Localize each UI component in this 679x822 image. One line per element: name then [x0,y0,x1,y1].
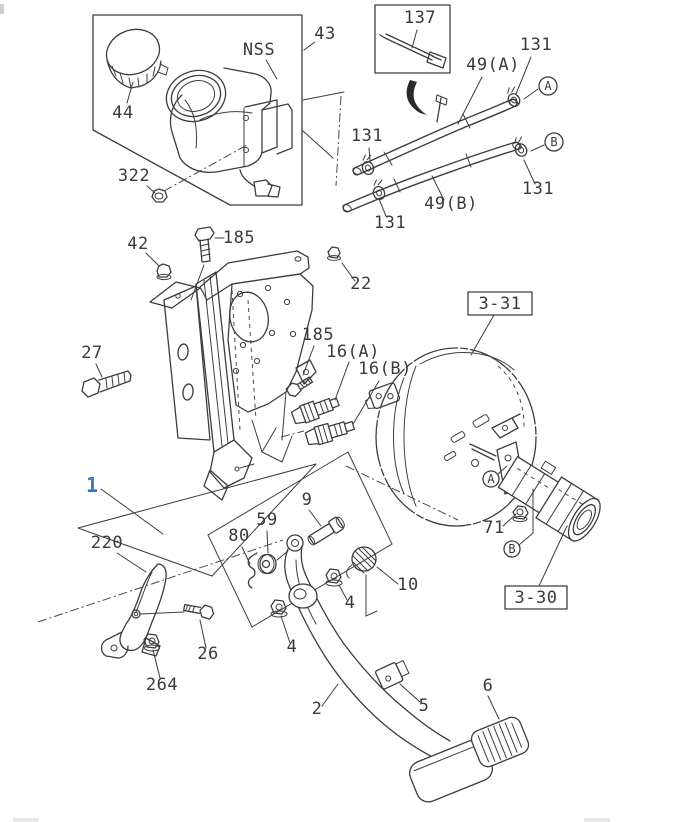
part-label-80[interactable]: 80 [228,526,249,546]
part-label-137[interactable]: 137 [404,8,436,28]
switch-16b [304,420,355,446]
nut-42 [156,263,172,281]
connection-leaders [302,91,345,187]
part-label-43[interactable]: 43 [314,24,335,44]
part-label-131-lower-left[interactable]: 131 [374,213,406,233]
part-label-22[interactable]: 22 [350,274,371,294]
pedal-pad-6 [470,716,530,768]
circled-ref-b-top: B [544,132,564,152]
part-label-27[interactable]: 27 [81,343,102,363]
cropped-edge-mark [0,4,4,14]
leader-lines [37,29,568,720]
washer-59 [257,553,277,575]
part-label-185-top[interactable]: 185 [223,228,255,248]
part-label-4-left[interactable]: 4 [287,637,298,657]
tie-pointer-arrow [406,80,427,115]
part-label-185-mid[interactable]: 185 [302,325,334,345]
part-label-16a[interactable]: 16(A) [326,342,380,362]
part-label-220[interactable]: 220 [91,533,123,553]
svg-text:3-31[interactable]: 3-31 [479,294,522,314]
bottom-left-ui-strip[interactable] [13,818,39,822]
svg-text:B: B [508,542,515,556]
reservoir-cap [105,28,169,89]
part-label-44[interactable]: 44 [112,103,133,123]
section-ref-3-30[interactable]: 3-30 [504,585,568,610]
part-label-2[interactable]: 2 [312,699,323,719]
svg-text:B: B [550,135,557,149]
part-label-26[interactable]: 26 [197,644,218,664]
part-label-49a[interactable]: 49(A) [466,55,520,75]
return-spring-10 [346,546,377,579]
part-label-5[interactable]: 5 [419,696,430,716]
part-label-49b[interactable]: 49(B) [424,194,478,214]
brake-fluid-reservoir [165,67,293,198]
cable-tie-box [374,4,451,74]
circled-ref-a-booster: A [482,470,500,488]
circled-ref-b-booster: B [503,540,521,558]
nut-4-left [270,599,288,618]
bolt-22 [327,246,341,261]
part-label-131-left[interactable]: 131 [351,126,383,146]
bolt-26 [183,603,215,620]
part-label-1-highlighted[interactable]: 1 [86,473,98,497]
svg-text:A: A [544,79,552,93]
part-label-322[interactable]: 322 [118,166,150,186]
part-label-16b[interactable]: 16(B) [358,359,412,379]
brake-pedal-arm [284,534,451,763]
nut-264 [143,633,160,652]
hose-49b [342,141,522,213]
bolt-27 [81,370,132,398]
hose-49a [352,98,519,176]
switch-16a [290,397,340,425]
part-label-42[interactable]: 42 [127,234,148,254]
part-label-71[interactable]: 71 [483,518,504,538]
pedal-parts-subbox [207,451,393,628]
svg-text:3-30[interactable]: 3-30 [515,588,558,608]
part-label-59[interactable]: 59 [256,510,277,530]
bolt-185-mid [285,376,314,397]
part-label-131-right[interactable]: 131 [522,179,554,199]
part-label-10[interactable]: 10 [397,575,418,595]
reservoir-group-box [92,14,303,206]
circled-ref-a-top: A [538,76,558,96]
hose-clamp-131 [361,86,528,201]
part-label-nss[interactable]: NSS [243,40,275,60]
bottom-right-ui-strip[interactable] [584,818,610,822]
part-label-264[interactable]: 264 [146,675,178,695]
pedal-stopper-5 [374,659,410,690]
brake-booster [375,347,537,527]
part-label-9[interactable]: 9 [302,490,313,510]
bracket-220 [100,563,167,659]
section-ref-3-31[interactable]: 3-31 [467,291,533,316]
booster-mount-block [364,382,401,410]
part-label-4-right[interactable]: 4 [345,593,356,613]
part-label-131-top[interactable]: 131 [520,35,552,55]
svg-text:A: A [487,472,495,486]
nut-4-right [325,568,343,587]
bolt-185-top [194,226,215,263]
part-label-6[interactable]: 6 [483,676,494,696]
clip-80 [247,552,258,589]
pivot-pin-9 [307,516,345,546]
master-cylinder [496,441,601,542]
cable-tie-on-hose [435,94,448,123]
pedal-bracket [149,250,317,501]
